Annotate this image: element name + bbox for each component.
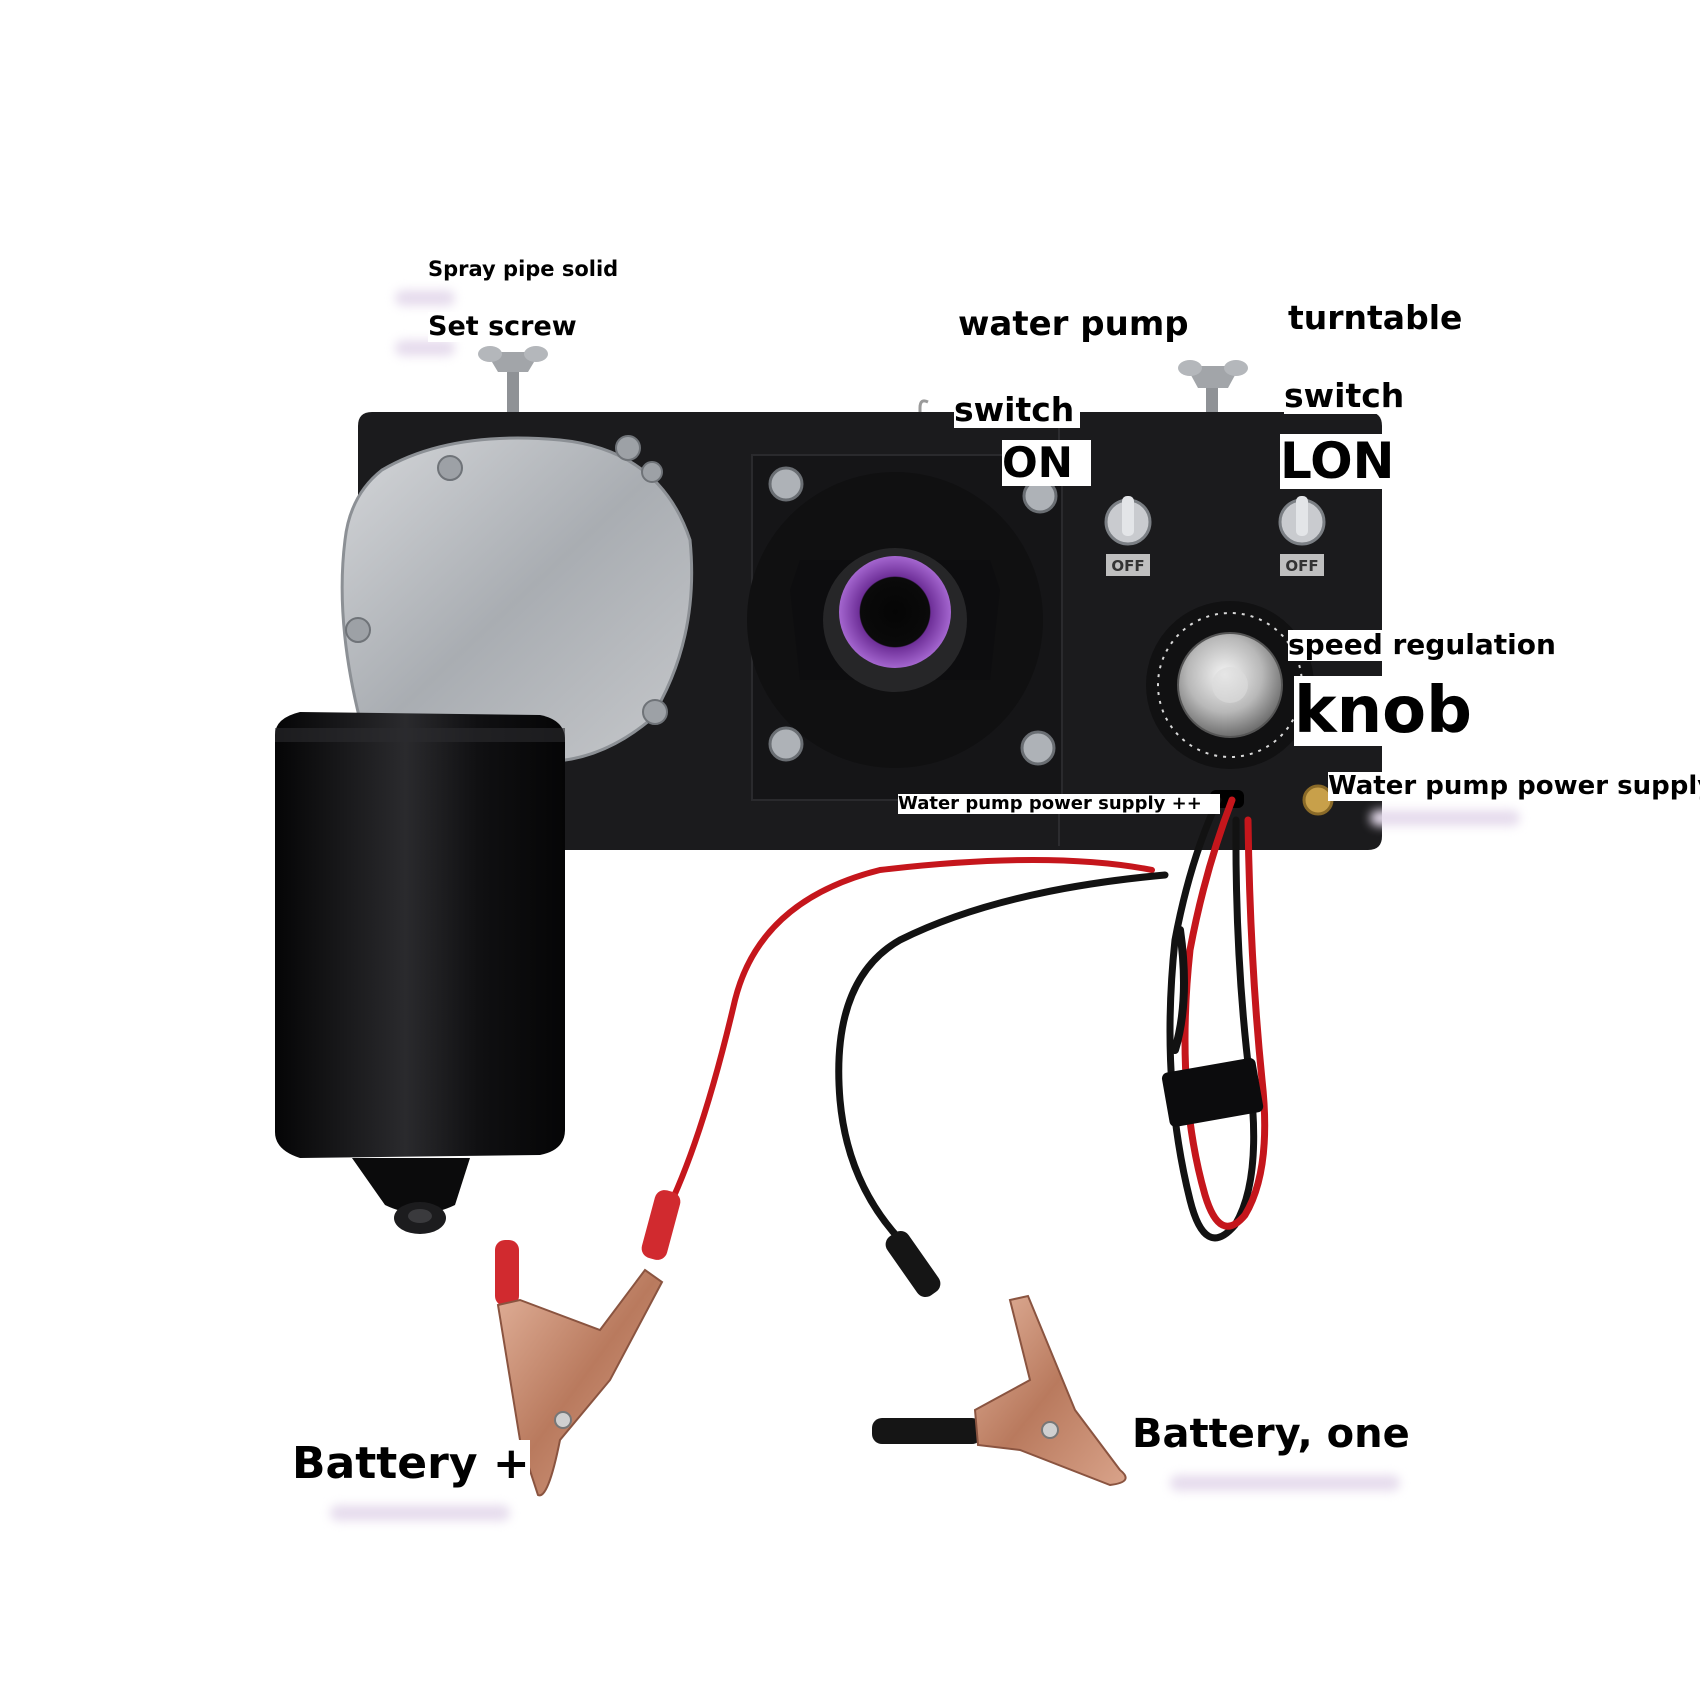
label-spray-pipe: Spray pipe solid	[428, 257, 619, 282]
label-pump-switch: switch	[954, 391, 1081, 429]
label-knob: knob	[1294, 674, 1472, 748]
ghost-mark	[1370, 810, 1520, 826]
gearbox	[340, 435, 694, 764]
water-pump-toggle-switch[interactable]: OFF	[1104, 496, 1152, 576]
motor	[275, 712, 565, 1234]
ghost-mark	[330, 1505, 510, 1521]
pump-switch-off-mark: OFF	[1111, 557, 1144, 575]
set-screw-right	[1178, 360, 1248, 420]
label-pump-power: Water pump power supply	[1328, 772, 1700, 801]
speed-regulation-knob[interactable]	[1146, 601, 1314, 769]
set-screw-left	[478, 346, 548, 416]
ghost-mark	[395, 290, 455, 306]
label-turntable-switch: switch	[1284, 376, 1405, 415]
purple-nozzle	[839, 556, 951, 668]
label-pump-power-plus: Water pump power supply ++	[898, 794, 1220, 814]
label-battery-plus: Battery +	[292, 1438, 530, 1489]
battery-plus-clip	[495, 1190, 681, 1497]
cable-tie	[1161, 1058, 1264, 1127]
battery-minus-clip	[872, 1230, 1127, 1487]
label-turntable-on: LON	[1280, 432, 1395, 490]
turntable-switch-off-mark: OFF	[1285, 557, 1318, 575]
hook-wire	[918, 399, 929, 430]
label-set-screw: Set screw	[428, 311, 577, 342]
pump-outlet	[747, 466, 1058, 768]
label-pump-on: ON	[1002, 439, 1091, 487]
label-speed-regulation: speed regulation	[1288, 628, 1556, 661]
label-battery-minus: Battery, one	[1132, 1411, 1410, 1457]
ghost-mark	[1170, 1475, 1400, 1491]
label-turntable: turntable	[1288, 298, 1463, 337]
label-water-pump: water pump	[958, 304, 1189, 344]
power-cables	[657, 796, 1269, 1254]
ghost-mark	[395, 340, 455, 356]
turntable-toggle-switch[interactable]: OFF	[1278, 496, 1326, 576]
